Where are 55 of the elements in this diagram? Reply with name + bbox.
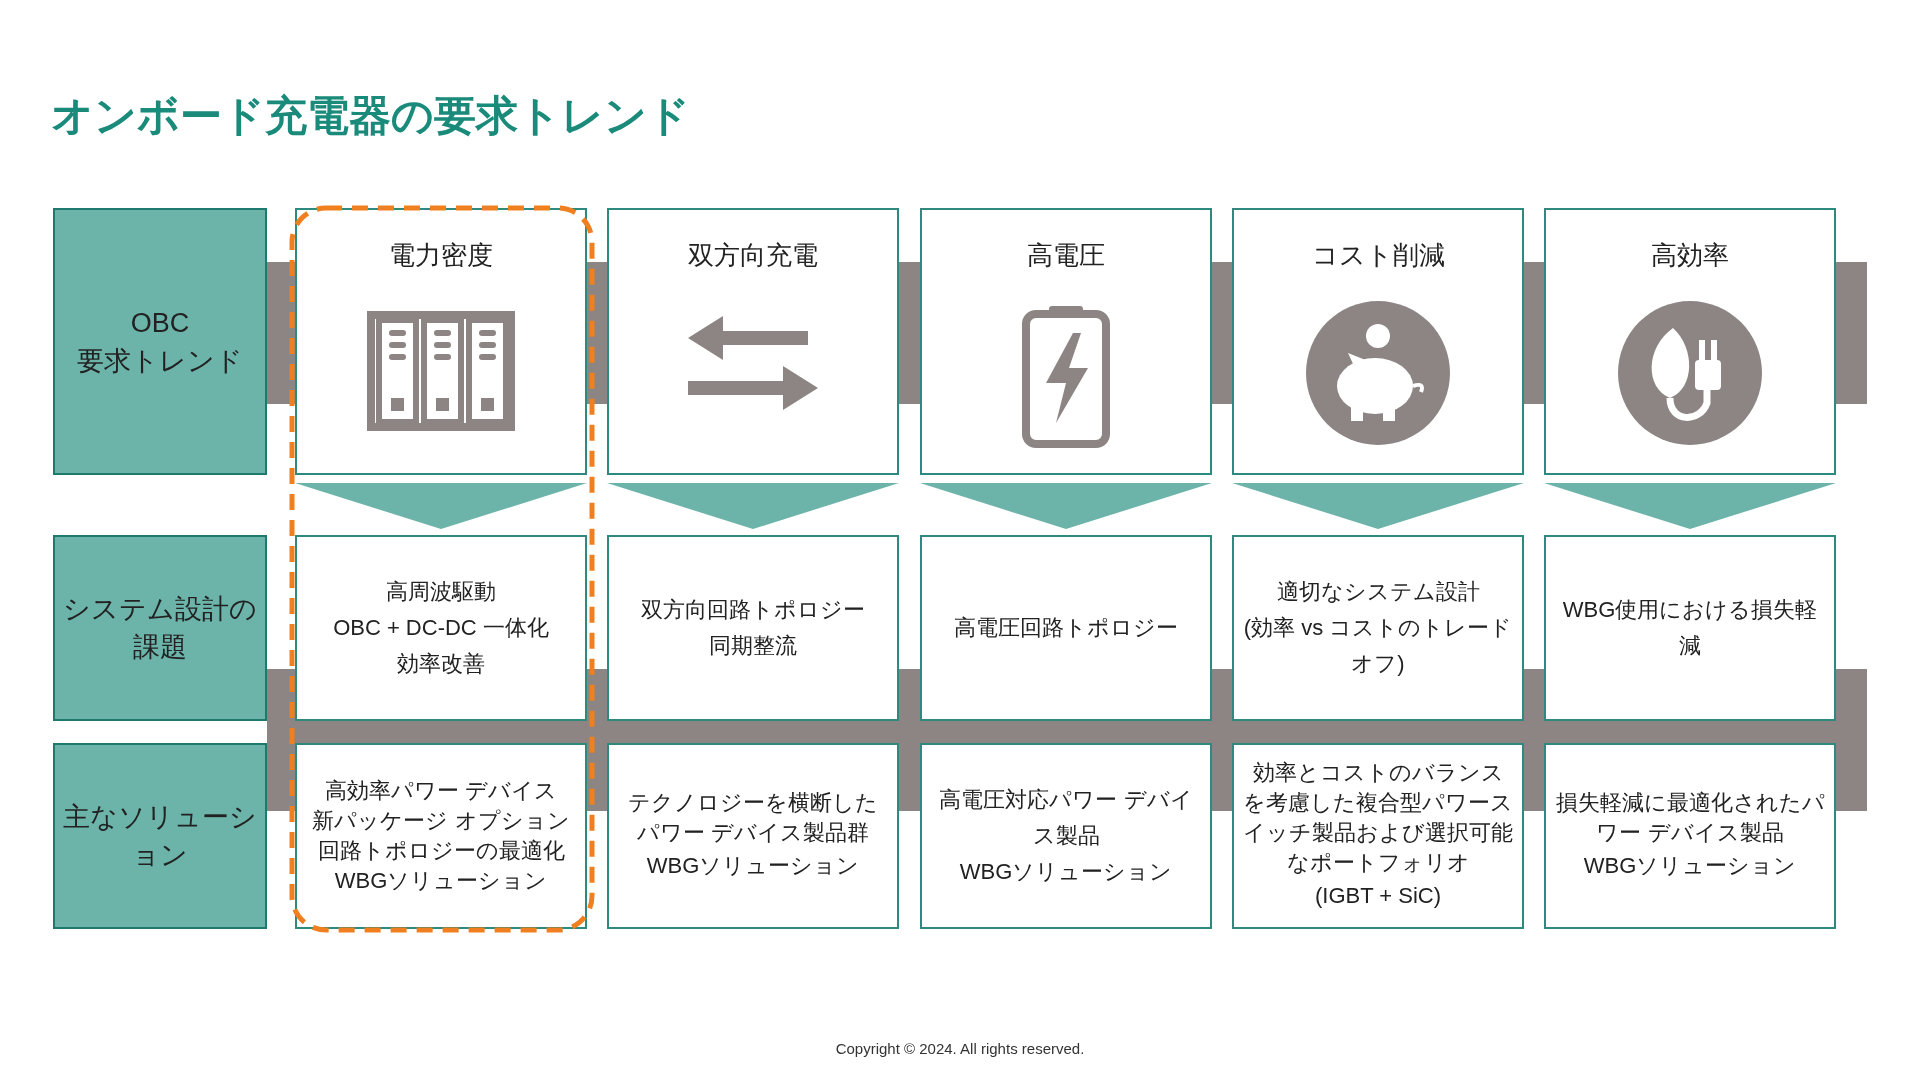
row-label: 要求トレンド <box>76 344 244 378</box>
row-header <box>53 743 267 929</box>
solution-card <box>607 743 899 929</box>
solution-card <box>1544 743 1836 929</box>
card-text: WBGソリューション <box>334 867 548 895</box>
card-text: (IGBT + SiC) <box>1314 882 1442 910</box>
copyright-note: Copyright © 2024. All rights reserved. <box>834 1040 1086 1057</box>
card-text: (効率 vs コストのトレードオフ) <box>1242 614 1514 678</box>
card-text: OBC + DC-DC 一体化 <box>333 614 549 642</box>
card-text: WBGソリューション <box>646 852 860 880</box>
challenge-card <box>607 535 899 721</box>
card-heading: 高電圧 <box>1027 239 1105 272</box>
card-text: WBGソリューション <box>1583 852 1797 880</box>
row-label: OBC <box>129 306 191 340</box>
card-text: 高電圧対応パワー デバイス製品 <box>938 786 1194 850</box>
card-heading: コスト削減 <box>1311 239 1445 272</box>
solution-card <box>1232 743 1524 929</box>
solution-card <box>295 743 587 929</box>
card-text: 損失軽減に最適化されたパワー デバイス製品 <box>1554 789 1826 847</box>
trend-card <box>920 208 1212 475</box>
solution-card <box>920 743 1212 929</box>
title: オンボード充電器の要求トレンド <box>51 91 690 141</box>
card-text: 効率とコストのバランスを考慮した複合型パワースイッチ製品および選択可能なポートフォリオ <box>1242 759 1514 877</box>
challenge-card <box>920 535 1212 721</box>
card-text: 高電圧回路トポロジー <box>954 614 1178 642</box>
card-text: 双方向回路トポロジー <box>641 596 865 624</box>
card-heading: 双方向充電 <box>688 239 818 272</box>
card-heading: 高効率 <box>1651 239 1729 272</box>
trend-card <box>295 208 587 475</box>
chevron-arrow <box>607 483 899 529</box>
chevron-arrow <box>295 483 587 529</box>
chevron-arrow <box>1232 483 1524 529</box>
row-header <box>53 208 267 475</box>
challenge-card <box>1232 535 1524 721</box>
chevron-arrow <box>1544 483 1836 529</box>
row-label: システム設計の課題 <box>62 593 258 664</box>
card-text: 効率改善 <box>397 650 485 678</box>
card-text: 同期整流 <box>709 632 797 660</box>
card-text: 回路トポロジーの最適化 <box>317 837 565 865</box>
trend-card <box>1232 208 1524 475</box>
trend-card <box>607 208 899 475</box>
card-text: WBG使用における損失軽減 <box>1561 596 1819 660</box>
card-text: 高効率パワー デバイス <box>324 777 558 805</box>
row-header <box>53 535 267 721</box>
trend-card <box>1544 208 1836 475</box>
challenge-card <box>1544 535 1836 721</box>
card-text: 適切なシステム設計 <box>1276 578 1480 606</box>
card-text: 新パッケージ オプション <box>312 807 570 835</box>
row-label: 主なソリューション <box>62 801 258 872</box>
card-heading: 電力密度 <box>389 239 493 272</box>
card-text: テクノロジーを横断したパワー デバイス製品群 <box>627 789 879 847</box>
chevron-arrow <box>920 483 1212 529</box>
card-text: 高周波駆動 <box>386 578 496 606</box>
challenge-card <box>295 535 587 721</box>
card-text: WBGソリューション <box>959 858 1173 886</box>
